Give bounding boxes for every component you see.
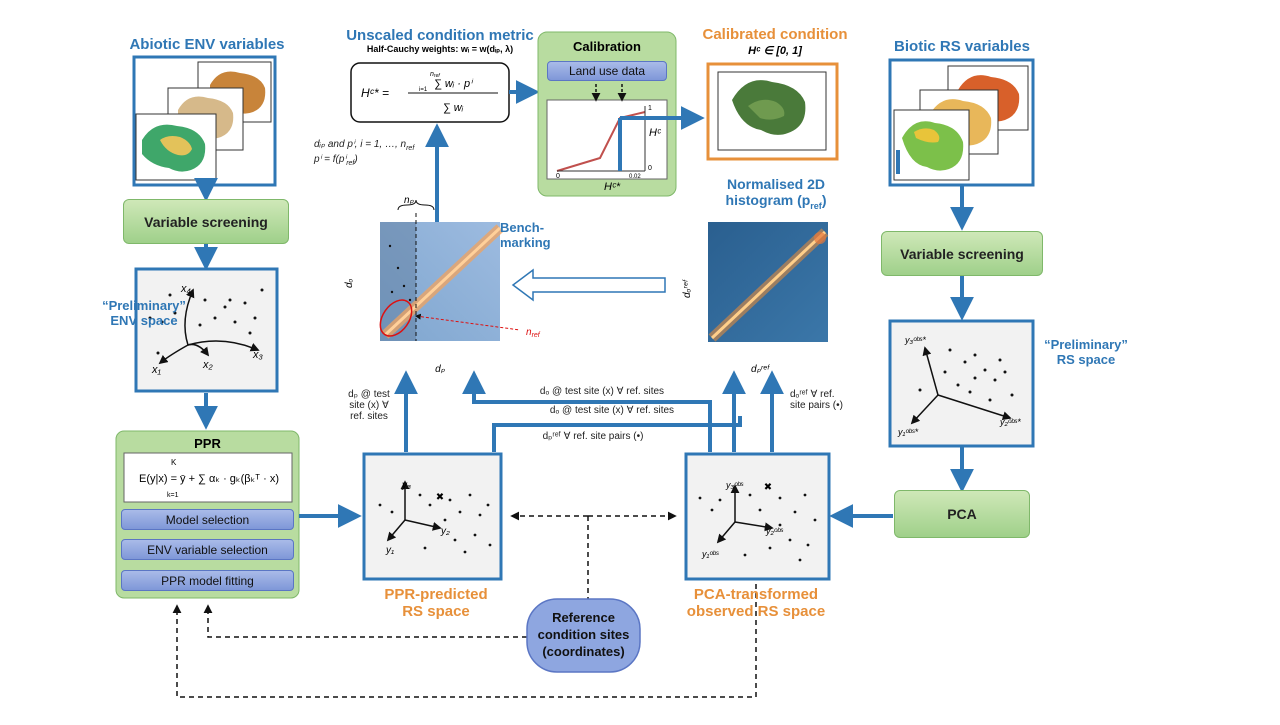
reference-sites-node (526, 598, 641, 673)
normalised-title: Normalised 2D histogram (pref) (725, 176, 827, 211)
ppr-formula-limit: K (171, 458, 177, 467)
hc-lhs: Hᶜ* = (361, 86, 389, 100)
ppr-title: PPR (194, 436, 221, 451)
ppr-predicted-axes (386, 480, 442, 542)
ppr-formula: E(y|x) = ȳ + ∑ αₖ · gₖ(βₖᵀ · x) (139, 473, 279, 485)
calibrated-title: Calibrated condition (702, 26, 848, 43)
pca-transformed-panel (684, 452, 831, 581)
benchmarking-arrow (511, 268, 666, 302)
calibration-title: Calibration (573, 39, 641, 54)
calib-hc-star: Hᶜ* (604, 181, 621, 193)
pca-box: PCA (894, 490, 1030, 538)
calibrated-range: Hᶜ ∈ [0, 1] (748, 45, 802, 57)
rs-y3-label: y₃ᵒᵇˢ* (904, 335, 926, 345)
pca-y2-label: y₂ᵒᵇˢ (765, 526, 784, 536)
pi-f-annotation: pⁱ = f(pⁱref) (314, 154, 358, 167)
biotic-map-stack (893, 65, 1029, 181)
env-x4-label: x₄ (180, 283, 191, 295)
do-test-annotation-2: dₒ @ test site (x) ∀ ref. sites (549, 405, 675, 416)
dp-ref-pairs-annotation: dₚʳᵉᶠ ∀ ref. site pairs (•) (542, 431, 644, 442)
hc-denominator: ∑ wᵢ (443, 102, 464, 114)
ppr-marker: ✖ (436, 492, 444, 503)
prelim-rs-points (918, 348, 1014, 402)
ppr-formula-box (123, 452, 293, 503)
hc-sum-start: i=1 (419, 87, 428, 93)
calib-zero-left: 0 (556, 173, 560, 180)
hc-sum-limit: nref (430, 71, 440, 79)
ppr-y3-label: y₃ (401, 480, 411, 491)
variable-screening-right: Variable screening (881, 231, 1043, 276)
axis-do-ref: dₒʳᵉᶠ (682, 279, 693, 298)
rs-y1-label: y₁ᵒᵇˢ* (897, 427, 919, 437)
biotic-title: Biotic RS variables (894, 38, 1030, 55)
env-variable-selection-pill: ENV variable selection (121, 539, 294, 560)
ppr-y2-label: y₂ (440, 526, 450, 537)
normalised-histogram (708, 222, 829, 342)
n-p-label: nₚ (404, 195, 415, 206)
calib-002: 0.02 (629, 174, 641, 180)
ppr-model-fitting-pill: PPR model fitting (121, 570, 294, 591)
ppr-predicted-points (378, 493, 492, 554)
ppr-y1-label: y₁ (385, 545, 394, 556)
axis-dp-ref: dₚʳᵉᶠ (751, 364, 770, 375)
prelim-rs-panel (888, 319, 1035, 448)
unscaled-title: Unscaled condition metric (346, 27, 534, 44)
ppr-predicted-panel (362, 452, 503, 581)
pca-y1-label: y₁ᵒᵇˢ (701, 549, 720, 559)
env-x1-label: x₁ (151, 364, 162, 376)
variable-screening-left: Variable screening (123, 199, 289, 244)
calib-hc: Hᶜ (649, 127, 662, 139)
pca-transformed-title: PCA-transformed observed RS space (686, 586, 826, 620)
prelim-rs-title: “Preliminary” RS space (1044, 337, 1128, 367)
benchmarking-title: Bench- marking (500, 220, 551, 250)
pca-transformed-points (698, 493, 817, 562)
benchmark-histogram (379, 199, 521, 341)
axis-do: dₒ (344, 278, 355, 288)
env-x2-label: x₂ (202, 359, 214, 371)
calib-one: 1 (648, 105, 652, 112)
dp-at-test-annotation: dₚ @ test site (x) ∀ ref. sites (348, 389, 390, 422)
prelim-rs-axes (910, 346, 1012, 425)
prelim-env-axes (158, 288, 260, 365)
half-cauchy-label: Half-Cauchy weights: wᵢ = w(dᵢₚ, λ) (366, 44, 514, 54)
dp-pi-annotation: dᵢₚ and pⁱ, i = 1, …, nref (314, 139, 415, 152)
ppr-formula-start: k=1 (167, 492, 179, 499)
abiotic-title: Abiotic ENV variables (129, 36, 285, 53)
pca-transformed-axes (716, 484, 774, 544)
n-ref-label: nref (526, 327, 541, 339)
reference-sites-label: Reference condition sites (coordinates) (537, 610, 630, 659)
axis-dp: dₚ (435, 364, 446, 375)
pca-y3-label: y₃ᵒᵇˢ (725, 480, 744, 490)
do-test-annotation-1: dₒ @ test site (x) ∀ ref. sites (539, 386, 665, 397)
model-selection-pill: Model selection (121, 509, 294, 530)
rs-y2-label: y₂ᵒᵇˢ* (999, 417, 1021, 427)
prelim-env-panel (134, 267, 279, 393)
calibration-plot (546, 99, 668, 180)
ppr-predicted-title: PPR-predicted RS space (384, 586, 488, 620)
do-ref-pairs-annotation: dₒʳᵉᶠ ∀ ref. site pairs (•) (790, 389, 843, 411)
prelim-env-title: “Preliminary” ENV space (102, 298, 186, 328)
land-use-pill: Land use data (547, 61, 667, 81)
calib-zero-right: 0 (648, 165, 652, 172)
env-x3-label: x₃ (252, 349, 264, 361)
hc-numerator: ∑ wᵢ · pⁱ (434, 78, 474, 90)
pca-marker: ✖ (764, 482, 772, 493)
prelim-env-points (148, 288, 264, 355)
abiotic-map-stack (135, 61, 272, 181)
